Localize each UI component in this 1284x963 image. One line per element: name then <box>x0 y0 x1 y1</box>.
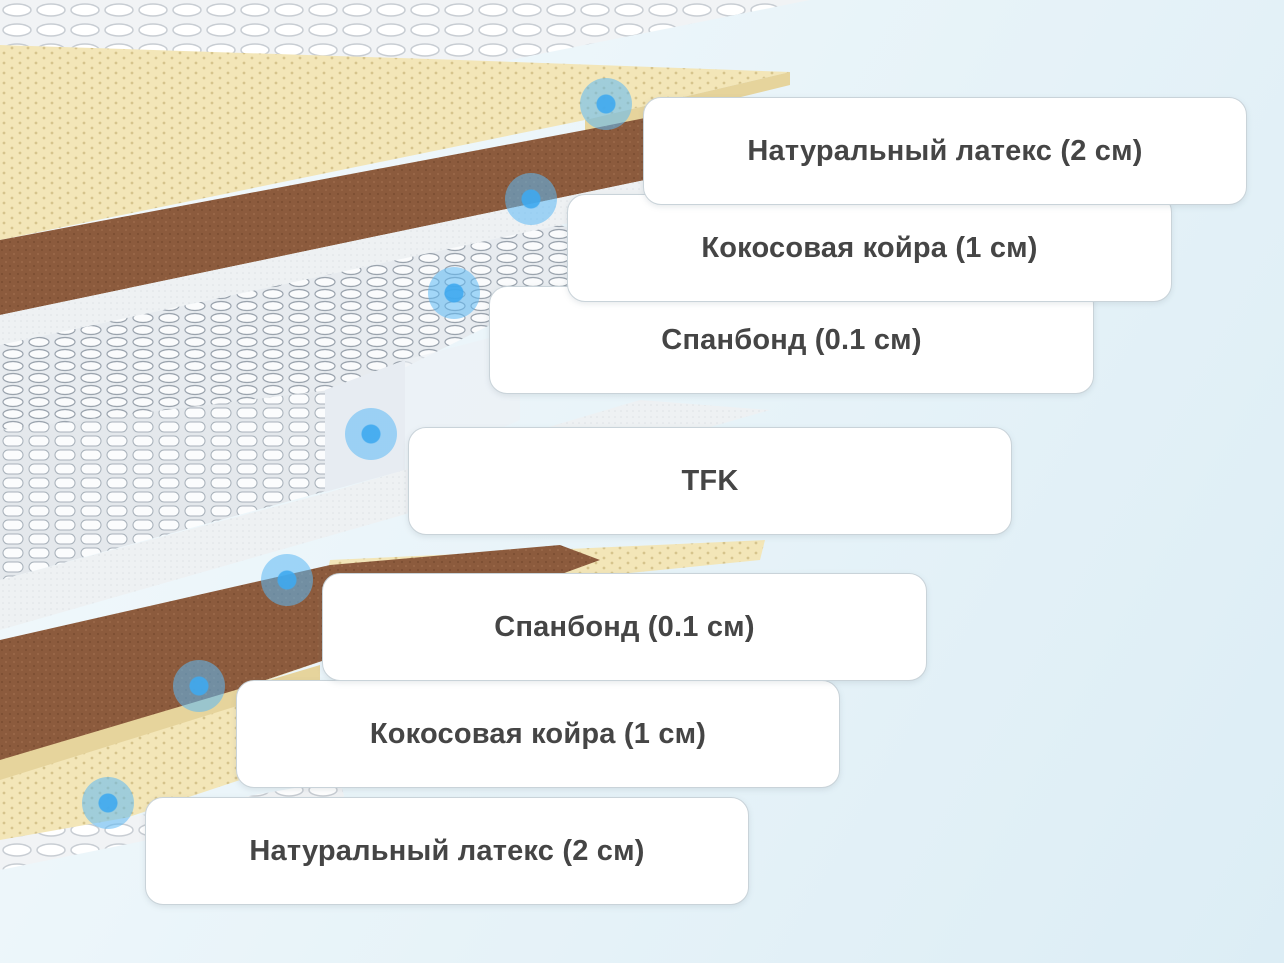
marker-bot-latex[interactable] <box>82 777 134 829</box>
label-bot-latex: Натуральный латекс (2 см) <box>145 797 749 905</box>
marker-top-latex[interactable] <box>580 78 632 130</box>
label-top-spunbond: Спанбонд (0.1 см) <box>489 286 1094 394</box>
marker-top-spunbond[interactable] <box>428 267 480 319</box>
label-text: Натуральный латекс (2 см) <box>747 135 1142 168</box>
label-top-latex: Натуральный латекс (2 см) <box>643 97 1247 205</box>
label-top-coir: Кокосовая койра (1 см) <box>567 194 1172 302</box>
marker-tfk[interactable] <box>345 408 397 460</box>
label-text: Кокосовая койра (1 см) <box>370 718 706 751</box>
label-text: Спанбонд (0.1 см) <box>494 611 754 644</box>
label-bot-spunbond: Спанбонд (0.1 см) <box>322 573 927 681</box>
label-text: Спанбонд (0.1 см) <box>661 324 921 357</box>
label-text: TFK <box>682 465 739 498</box>
marker-bot-spunbond[interactable] <box>261 554 313 606</box>
label-text: Кокосовая койра (1 см) <box>701 232 1037 265</box>
label-text: Натуральный латекс (2 см) <box>249 835 644 868</box>
marker-bot-coir[interactable] <box>173 660 225 712</box>
marker-top-coir[interactable] <box>505 173 557 225</box>
label-bot-coir: Кокосовая койра (1 см) <box>236 680 840 788</box>
label-tfk: TFK <box>408 427 1012 535</box>
